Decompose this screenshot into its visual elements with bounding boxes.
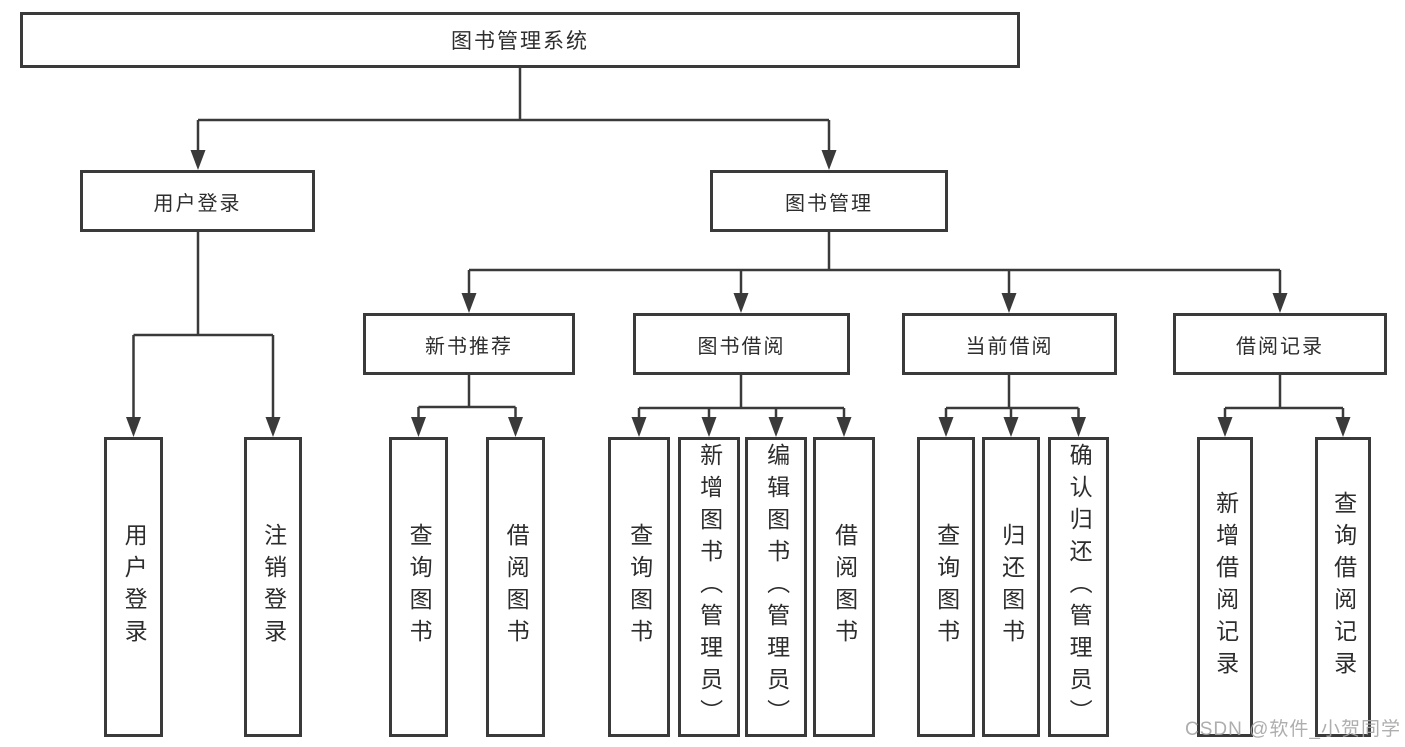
leaf-borrow-book-1: 借阅图书 — [486, 437, 545, 737]
connector-book-management — [461, 232, 1288, 313]
node-label: 新增图书（管理员） — [696, 443, 723, 731]
leaf-logout: 注销登录 — [244, 437, 302, 737]
node-book-borrow: 图书借阅 — [633, 313, 850, 375]
node-label: 查询借阅记录 — [1330, 491, 1357, 683]
leaf-edit-book-admin: 编辑图书（管理员） — [745, 437, 807, 737]
node-label: 注销登录 — [260, 523, 287, 651]
node-label: 借阅记录 — [1236, 335, 1324, 358]
node-label: 用户登录 — [121, 523, 148, 651]
node-label: 查询图书 — [626, 523, 653, 651]
node-label: 图书借阅 — [697, 335, 786, 358]
node-label: 编辑图书（管理员） — [763, 443, 790, 731]
node-label: 确认归还（管理员） — [1066, 443, 1093, 731]
csdn-watermark: CSDN @软件_小贺同学 — [1185, 719, 1401, 740]
leaf-query-book-3: 查询图书 — [917, 437, 975, 737]
node-label: 借阅图书 — [831, 523, 858, 651]
node-new-book-recommend: 新书推荐 — [363, 313, 575, 375]
connector-user-login — [126, 232, 281, 437]
connector-root — [190, 68, 837, 170]
leaf-return-book: 归还图书 — [982, 437, 1040, 737]
leaf-query-borrow-record: 查询借阅记录 — [1315, 437, 1371, 737]
node-current-borrow: 当前借阅 — [902, 313, 1117, 375]
leaf-user-login: 用户登录 — [104, 437, 163, 737]
node-label: 查询图书 — [406, 523, 433, 651]
node-label: 图书管理系统 — [451, 30, 589, 53]
leaf-borrow-book-2: 借阅图书 — [813, 437, 875, 737]
connector-book-borrow — [631, 375, 852, 437]
node-label: 新增借阅记录 — [1212, 491, 1239, 683]
node-borrow-record: 借阅记录 — [1173, 313, 1387, 375]
node-label: 用户登录 — [153, 192, 242, 215]
connector-current-borrow — [938, 375, 1086, 437]
leaf-query-book-1: 查询图书 — [389, 437, 448, 737]
connector-borrow-record — [1217, 375, 1351, 437]
node-user-login: 用户登录 — [80, 170, 315, 232]
node-library-system: 图书管理系统 — [20, 12, 1020, 68]
node-label: 图书管理 — [785, 192, 873, 215]
connector-new-book — [411, 375, 523, 437]
leaf-add-borrow-record: 新增借阅记录 — [1197, 437, 1253, 737]
node-label: 归还图书 — [998, 523, 1025, 651]
node-label: 查询图书 — [933, 523, 960, 651]
leaf-add-book-admin: 新增图书（管理员） — [678, 437, 740, 737]
node-label: 新书推荐 — [425, 335, 513, 358]
leaf-confirm-return-admin: 确认归还（管理员） — [1048, 437, 1109, 737]
node-label: 借阅图书 — [503, 523, 530, 651]
node-label: 当前借阅 — [965, 335, 1054, 358]
leaf-query-book-2: 查询图书 — [608, 437, 670, 737]
node-book-management: 图书管理 — [710, 170, 948, 232]
